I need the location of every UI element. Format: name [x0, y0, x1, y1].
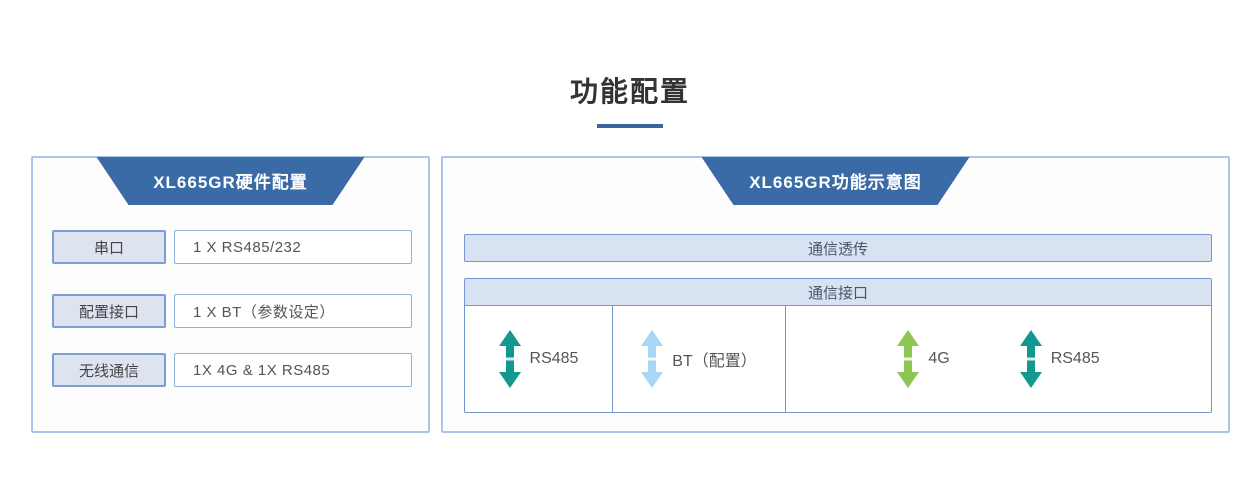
- interface-label: 4G: [928, 350, 950, 367]
- function-diagram-panel: XL665GR功能示意图 通信透传 通信接口 RS485 BT（配置）: [441, 156, 1230, 433]
- interface-cell-rs485: RS485: [465, 306, 613, 412]
- double-vertical-arrow-icon: [641, 330, 664, 388]
- hardware-row-value: 1 X RS485/232: [174, 230, 412, 264]
- interface-group-rs485: RS485: [1019, 330, 1100, 388]
- interface-cells: RS485 BT（配置） 4G: [465, 306, 1211, 412]
- hardware-row-value: 1 X BT（参数设定）: [174, 294, 412, 328]
- table-row: 无线通信 1X 4G & 1X RS485: [33, 353, 428, 387]
- hardware-row-label: 串口: [52, 230, 166, 264]
- function-panel-title: XL665GR功能示意图: [749, 172, 922, 192]
- page-title: 功能配置: [569, 76, 690, 107]
- interface-group-4g: 4G: [897, 330, 950, 388]
- communication-interface-header: 通信接口: [465, 279, 1211, 306]
- hardware-row-value: 1X 4G & 1X RS485: [174, 353, 412, 387]
- double-vertical-arrow-icon: [1019, 330, 1042, 388]
- hardware-config-panel: XL665GR硬件配置 串口 1 X RS485/232 配置接口 1 X BT…: [31, 156, 430, 433]
- transparent-transmission-bar: 通信透传: [464, 234, 1212, 262]
- hardware-row-label: 配置接口: [52, 294, 166, 328]
- hardware-panel-header: XL665GR硬件配置: [97, 157, 365, 205]
- table-row: 配置接口 1 X BT（参数设定）: [33, 294, 428, 328]
- page-header: 功能配置: [0, 70, 1260, 128]
- communication-interface-section: 通信接口 RS485 BT（配置）: [464, 278, 1212, 413]
- interface-cell-bt: BT（配置）: [613, 306, 786, 412]
- interface-cell-wireless: 4G RS485: [786, 306, 1211, 412]
- function-panel-header: XL665GR功能示意图: [702, 157, 970, 205]
- hardware-panel-title: XL665GR硬件配置: [153, 172, 308, 192]
- interface-label: RS485: [529, 350, 579, 367]
- title-underline: [597, 124, 663, 128]
- interface-label: RS485: [1050, 350, 1100, 367]
- hardware-row-label: 无线通信: [52, 353, 166, 387]
- table-row: 串口 1 X RS485/232: [33, 230, 428, 264]
- interface-label: BT（配置）: [672, 353, 757, 370]
- double-vertical-arrow-icon: [498, 330, 521, 388]
- double-vertical-arrow-icon: [897, 330, 920, 388]
